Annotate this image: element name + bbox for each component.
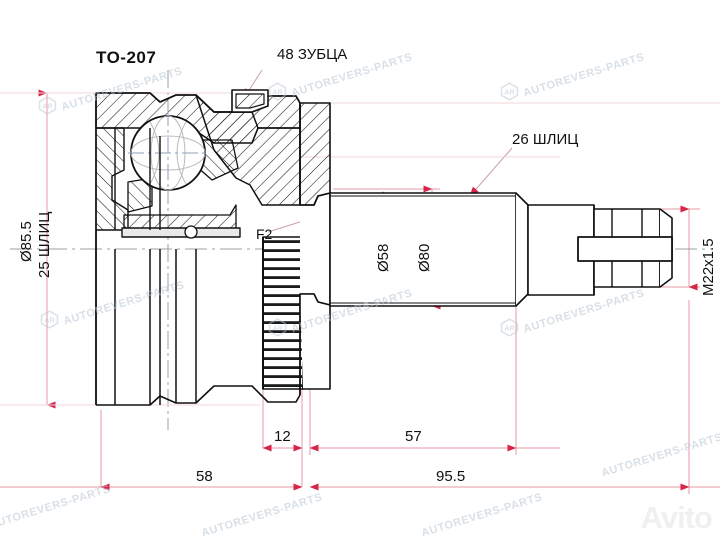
- face-mark-label: F2: [256, 226, 273, 242]
- dim-tone-ring-label: 12: [274, 428, 291, 445]
- outer-diameter-label: Ø85.5: [18, 221, 35, 262]
- part-number-label: TO-207: [96, 48, 157, 67]
- inner-splines-label: 25 ШЛИЦ: [36, 211, 53, 278]
- dim-overall-right-label: 95.5: [436, 468, 466, 485]
- callout-teeth-label: 48 ЗУБЦА: [277, 46, 348, 63]
- dim-shaft-section-label: 57: [405, 428, 422, 445]
- shaft-diameter-label: Ø80: [416, 243, 433, 272]
- callout-outer-splines-label: 26 ШЛИЦ: [512, 131, 579, 148]
- mid-diameter-label: Ø58: [375, 243, 392, 272]
- dim-joint-body-label: 58: [196, 468, 213, 485]
- thread-spec-label: M22x1.5: [700, 238, 717, 296]
